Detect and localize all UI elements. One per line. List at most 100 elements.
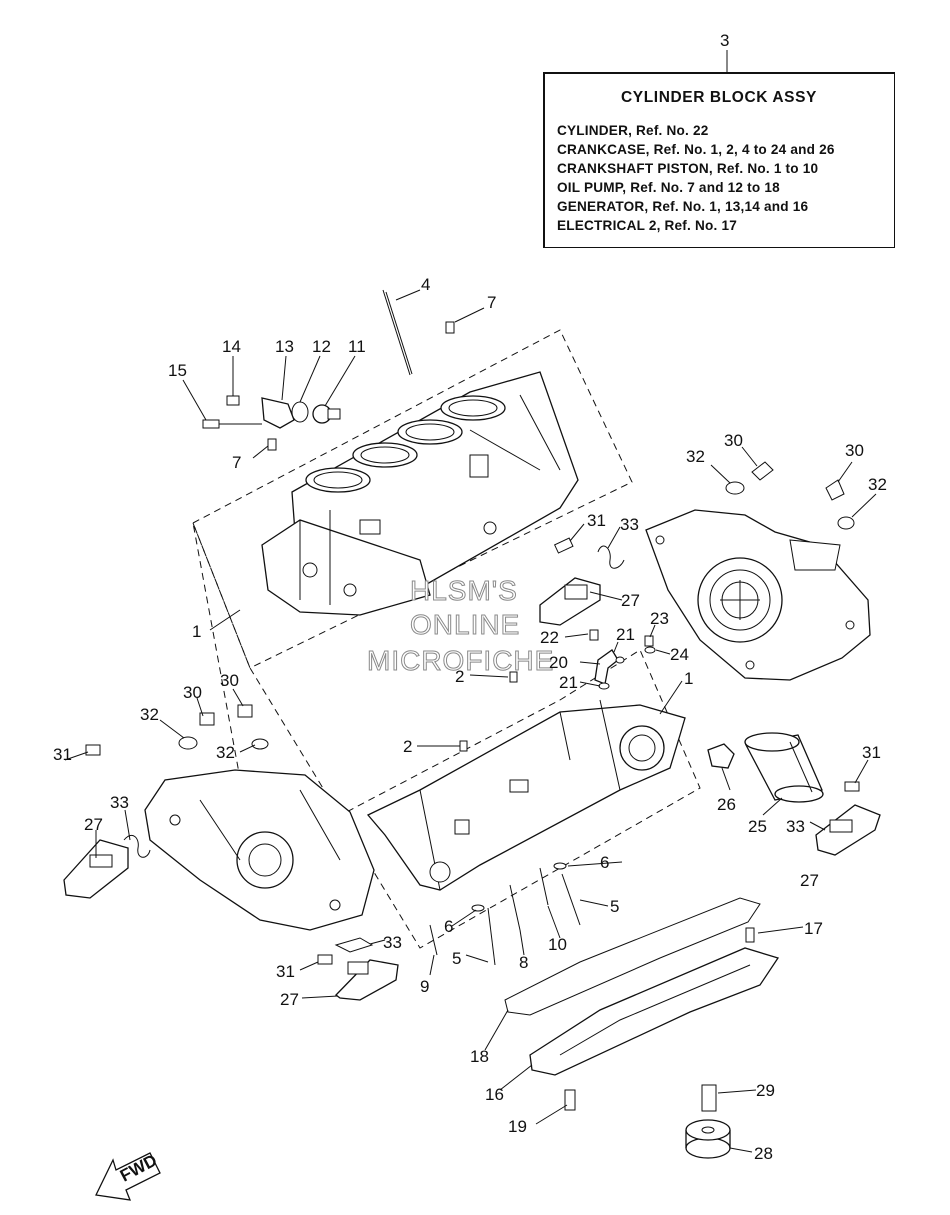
bottom-mount-bracket <box>317 937 399 1001</box>
callout-label: 30 <box>845 441 864 460</box>
assy-reference-line: CRANKCASE, Ref. No. 1, 2, 4 to 24 and 26 <box>557 142 835 157</box>
watermark-line-1: HLSM'S <box>410 575 518 606</box>
callout-label: 33 <box>110 793 129 812</box>
callout-label: 20 <box>549 653 568 672</box>
callout-label: 32 <box>868 475 887 494</box>
left-crankcase-cover <box>144 769 375 931</box>
oil-pan-sensor <box>745 927 755 943</box>
callout-label: 15 <box>168 361 187 380</box>
oil-filter-fitting <box>707 743 735 769</box>
callout-label: 24 <box>670 645 689 664</box>
oil-pipe-parts <box>589 629 656 690</box>
upper-mount-bracket <box>539 537 625 626</box>
assy-reference-line: CRANKSHAFT PISTON, Ref. No. 1 to 10 <box>557 161 819 176</box>
assy-reference-line: OIL PUMP, Ref. No. 7 and 12 to 18 <box>557 180 780 195</box>
washer <box>178 736 198 750</box>
bolt <box>199 712 215 726</box>
rubber-mount <box>685 1119 731 1159</box>
bolt <box>85 744 101 756</box>
callout-label: 33 <box>383 933 402 952</box>
callout-label: 23 <box>650 609 669 628</box>
washer <box>837 516 855 530</box>
callout-label: 9 <box>420 977 429 996</box>
bolt <box>237 704 253 718</box>
callout-label: 1 <box>684 669 693 688</box>
callout-label: 19 <box>508 1117 527 1136</box>
callout-label: 31 <box>276 962 295 981</box>
assy-reference-line: GENERATOR, Ref. No. 1, 13,14 and 16 <box>557 199 809 214</box>
callout-label: 16 <box>485 1085 504 1104</box>
callout-label: 21 <box>616 625 635 644</box>
lower-bolts <box>429 862 581 966</box>
cover-parts-group <box>202 395 341 429</box>
callout-label: 31 <box>862 743 881 762</box>
callout-label: 2 <box>403 737 412 756</box>
assy-reference-list: CYLINDER, Ref. No. 22 CRANKCASE, Ref. No… <box>557 121 888 235</box>
callout-labels: 3 4 7 14 13 12 11 15 7 32 30 30 32 31 33… <box>53 31 887 1163</box>
callout-label: 18 <box>470 1047 489 1066</box>
stud-bolt <box>382 289 413 376</box>
fwd-arrow-icon: FWD <box>95 1151 161 1201</box>
callout-label: 5 <box>452 949 461 968</box>
callout-label: 4 <box>421 275 430 294</box>
callout-label: 21 <box>559 673 578 692</box>
callout-label: 3 <box>720 31 729 50</box>
callout-label: 32 <box>686 447 705 466</box>
callout-label: 11 <box>348 337 366 356</box>
watermark-line-3: MICROFICHE <box>367 645 554 676</box>
callout-label: 31 <box>53 745 72 764</box>
callout-label: 25 <box>748 817 767 836</box>
callout-label: 27 <box>800 871 819 890</box>
upper-crankcase <box>261 371 579 616</box>
drain-bolt <box>564 1089 576 1111</box>
callout-label: 30 <box>220 671 239 690</box>
callout-label: 30 <box>724 431 743 450</box>
callout-label: 29 <box>756 1081 775 1100</box>
assy-reference-line: ELECTRICAL 2, Ref. No. 17 <box>557 218 737 233</box>
callout-label: 22 <box>540 628 559 647</box>
watermark-line-2: ONLINE <box>410 609 520 640</box>
callout-label: 27 <box>84 815 103 834</box>
callout-label: 27 <box>621 591 640 610</box>
assy-title: CYLINDER BLOCK ASSY <box>621 89 817 106</box>
bolt <box>751 461 774 481</box>
callout-label: 2 <box>455 667 464 686</box>
callout-label: 13 <box>275 337 294 356</box>
callout-label: 10 <box>548 935 567 954</box>
right-crankcase-cover <box>645 509 871 681</box>
bolt <box>825 479 845 501</box>
callout-label: 7 <box>232 453 241 472</box>
callout-label: 1 <box>192 622 201 641</box>
callout-label: 8 <box>519 953 528 972</box>
leader-lines <box>64 50 877 1153</box>
oil-pan-gasket <box>504 897 761 1016</box>
dowel-pin <box>509 671 518 683</box>
dowel-pin <box>267 438 277 451</box>
assy-reference-line: CYLINDER, Ref. No. 22 <box>557 123 709 138</box>
dowel-pin <box>445 321 455 334</box>
washer <box>251 738 269 750</box>
callout-label: 17 <box>804 919 823 938</box>
callout-label: 26 <box>717 795 736 814</box>
callout-label: 14 <box>222 337 241 356</box>
crankcase-dashed-outline <box>192 329 633 669</box>
right-lower-bracket <box>815 781 881 856</box>
callout-label: 12 <box>312 337 331 356</box>
oil-filter <box>744 732 824 803</box>
washer <box>725 481 745 495</box>
watermark: HLSM'S ONLINE MICROFICHE <box>367 575 554 677</box>
oil-pan <box>529 947 780 1076</box>
lower-crankcase <box>366 699 686 891</box>
callout-label: 32 <box>216 743 235 762</box>
callout-label: 5 <box>610 897 619 916</box>
callout-label: 6 <box>600 853 609 872</box>
plug-bolt <box>701 1084 717 1112</box>
callout-label: 28 <box>754 1144 773 1163</box>
callout-label: 33 <box>786 817 805 836</box>
left-mount-bracket <box>63 835 151 899</box>
cylinder-block-assy-box: CYLINDER BLOCK ASSY CYLINDER, Ref. No. 2… <box>543 72 895 248</box>
callout-label: 31 <box>587 511 606 530</box>
callout-label: 6 <box>444 917 453 936</box>
dowel-pin <box>459 740 468 752</box>
